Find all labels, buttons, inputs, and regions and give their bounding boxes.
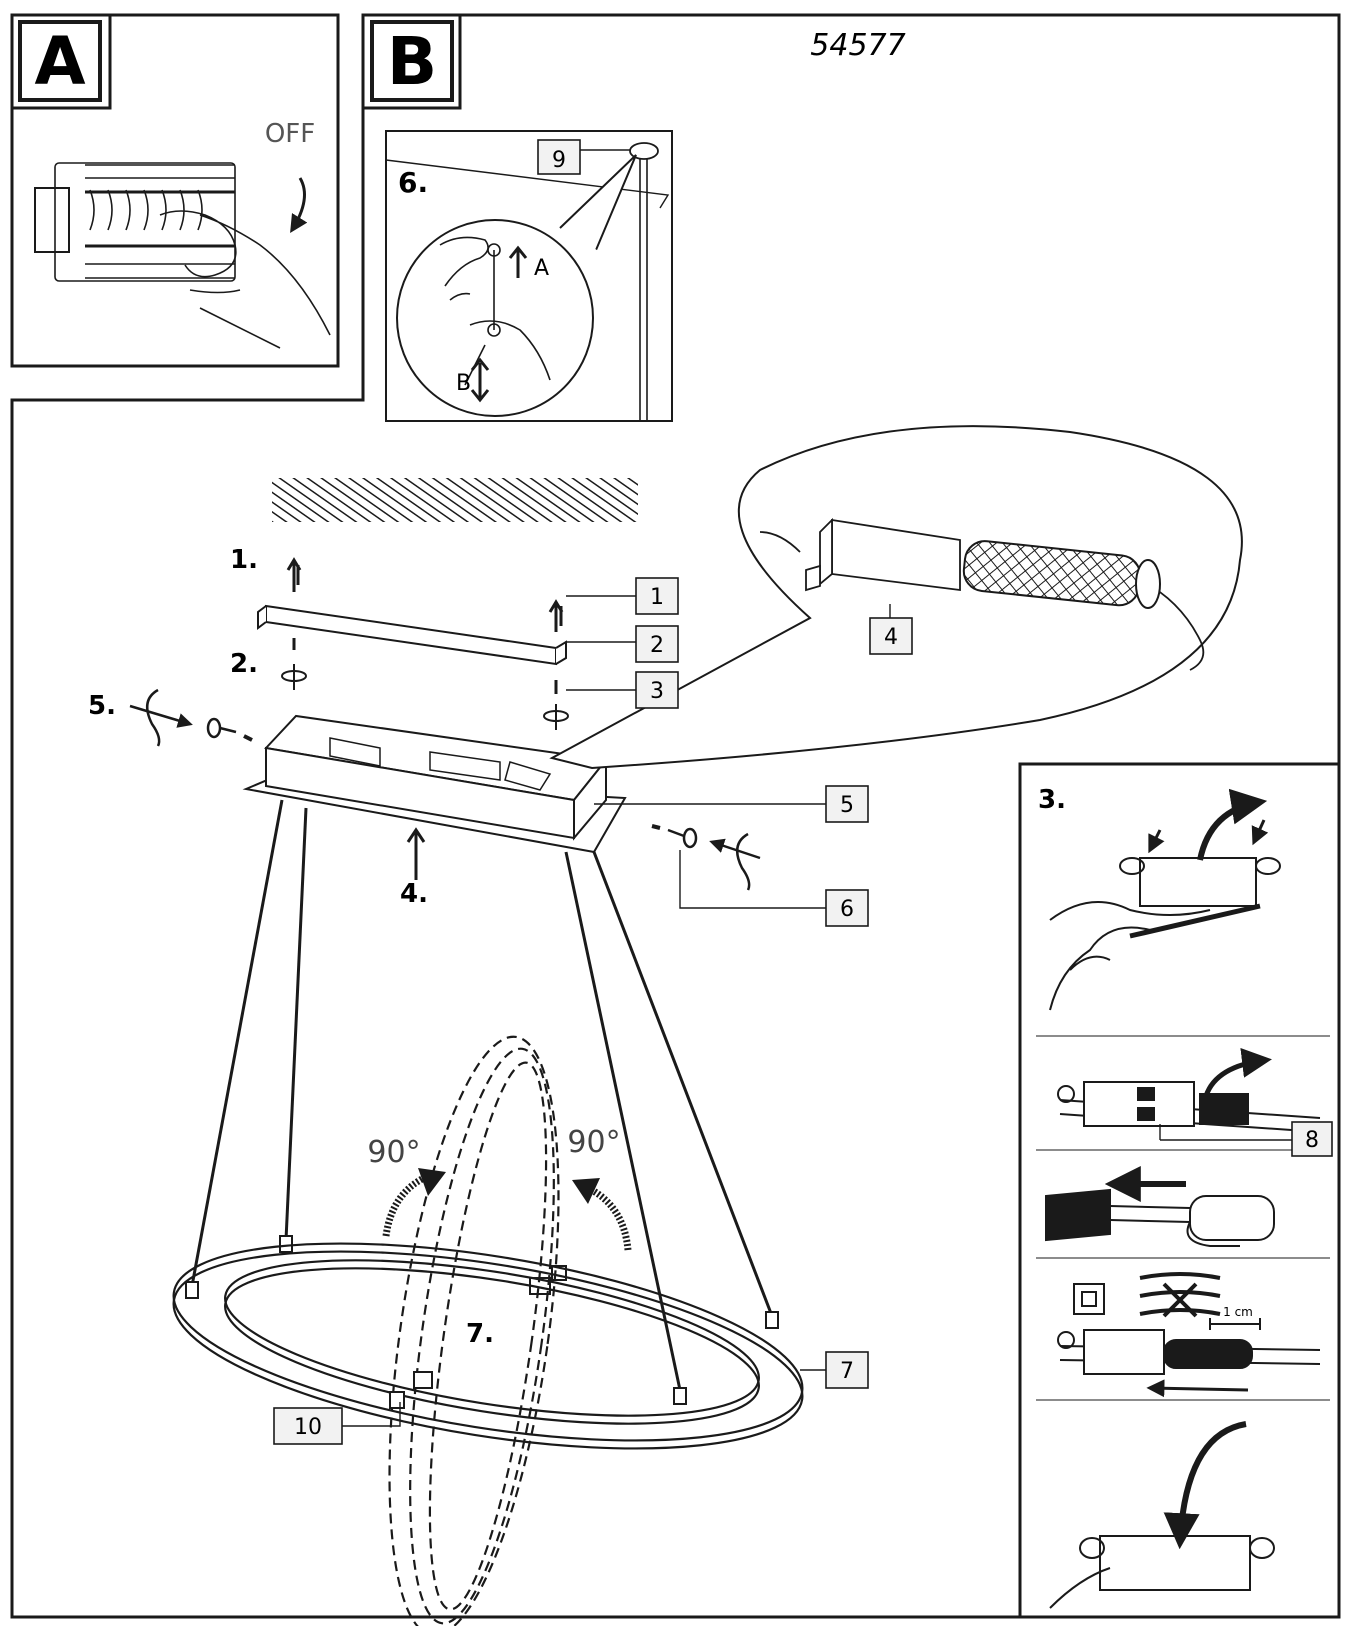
panel-a-letter-box: A: [18, 20, 102, 102]
callout-4: 4: [884, 625, 898, 650]
suspension-cables: [190, 799, 774, 1391]
callout-7: 7: [840, 1359, 854, 1384]
panel-3: 8 1 cm: [1018, 762, 1341, 1619]
model-number: 54577: [810, 28, 905, 63]
side-screw-left: [129, 688, 253, 747]
callout-boxes: [273, 577, 913, 1445]
switch-off-label: OFF: [265, 119, 315, 149]
step-1-label: 1.: [230, 545, 258, 575]
step-2-label: 2.: [230, 649, 258, 679]
connector-zoom-bubble: [549, 425, 1243, 770]
insert-arrow-icon: [1146, 1379, 1249, 1398]
inset-arrow-b-label: B: [456, 371, 471, 396]
pull-sleeve: [1045, 1166, 1275, 1247]
release-wires: [1057, 1047, 1321, 1133]
callout-3: 3: [650, 679, 664, 704]
ceiling-hatch: [272, 478, 638, 522]
callout-9: 9: [537, 139, 630, 175]
push-up-arrow-icon: [406, 827, 426, 880]
callout-6: 6: [840, 897, 854, 922]
cable-adjust-detail: [396, 219, 594, 417]
inset-step-6: [385, 130, 673, 422]
horizontal-rings: [172, 1242, 804, 1450]
mounting-bracket: [257, 604, 567, 666]
side-screw-right: [651, 824, 761, 891]
off-arrow-icon: [290, 177, 308, 234]
callout-10: 10: [294, 1415, 322, 1440]
bracket-screws: [286, 557, 564, 694]
inset-arrow-a-label: A: [534, 256, 549, 281]
angle-left-label: 90°: [367, 1135, 420, 1170]
callout-8: 8: [1159, 1121, 1333, 1157]
vertical-ring-rotated: [388, 1035, 560, 1626]
callout-1: 1: [650, 585, 664, 610]
panel-3-step-label: 3.: [1038, 785, 1066, 815]
inset-step-number: 6.: [398, 166, 428, 199]
arrow-b-icon: [470, 357, 490, 403]
arrow-a-icon: [508, 245, 528, 278]
callout-leaders: [342, 595, 891, 1427]
close-terminal-cover: [1049, 1421, 1275, 1609]
step-4-label: 4.: [400, 879, 428, 909]
panel-a-breaker-illustration: [34, 162, 331, 349]
panel-a-letter: A: [34, 23, 85, 100]
hand-icon: [159, 210, 331, 349]
measure-label: 1 cm: [1223, 1305, 1253, 1319]
rotate-screw-icons: [281, 664, 569, 730]
callout-2: 2: [650, 633, 664, 658]
callout-8-label: 8: [1305, 1128, 1319, 1153]
callout-5: 5: [840, 793, 854, 818]
rotate-arrows: [382, 1168, 632, 1251]
open-cover-arrow-icon: [1197, 788, 1268, 861]
step-7-label: 7.: [466, 1319, 494, 1349]
close-cover-arrow-icon: [1163, 1421, 1247, 1550]
panel-b-letter-box: B: [370, 20, 454, 102]
callout-9-label: 9: [552, 148, 566, 173]
outer-frame: [10, 13, 1341, 1619]
class-ii-icon: [1073, 1283, 1105, 1315]
open-terminal-cover: [1049, 788, 1281, 1011]
step-5-label: 5.: [88, 691, 116, 721]
ceiling-rose: [629, 142, 659, 160]
insert-wires: [1057, 1272, 1321, 1398]
panel-b-letter: B: [387, 23, 437, 100]
release-arrow-icon: [1203, 1047, 1272, 1097]
cable-grippers: [185, 1235, 779, 1405]
angle-right-label: 90°: [567, 1125, 620, 1160]
canopy-box: [242, 714, 627, 854]
breaker-switch-row: [85, 164, 235, 279]
